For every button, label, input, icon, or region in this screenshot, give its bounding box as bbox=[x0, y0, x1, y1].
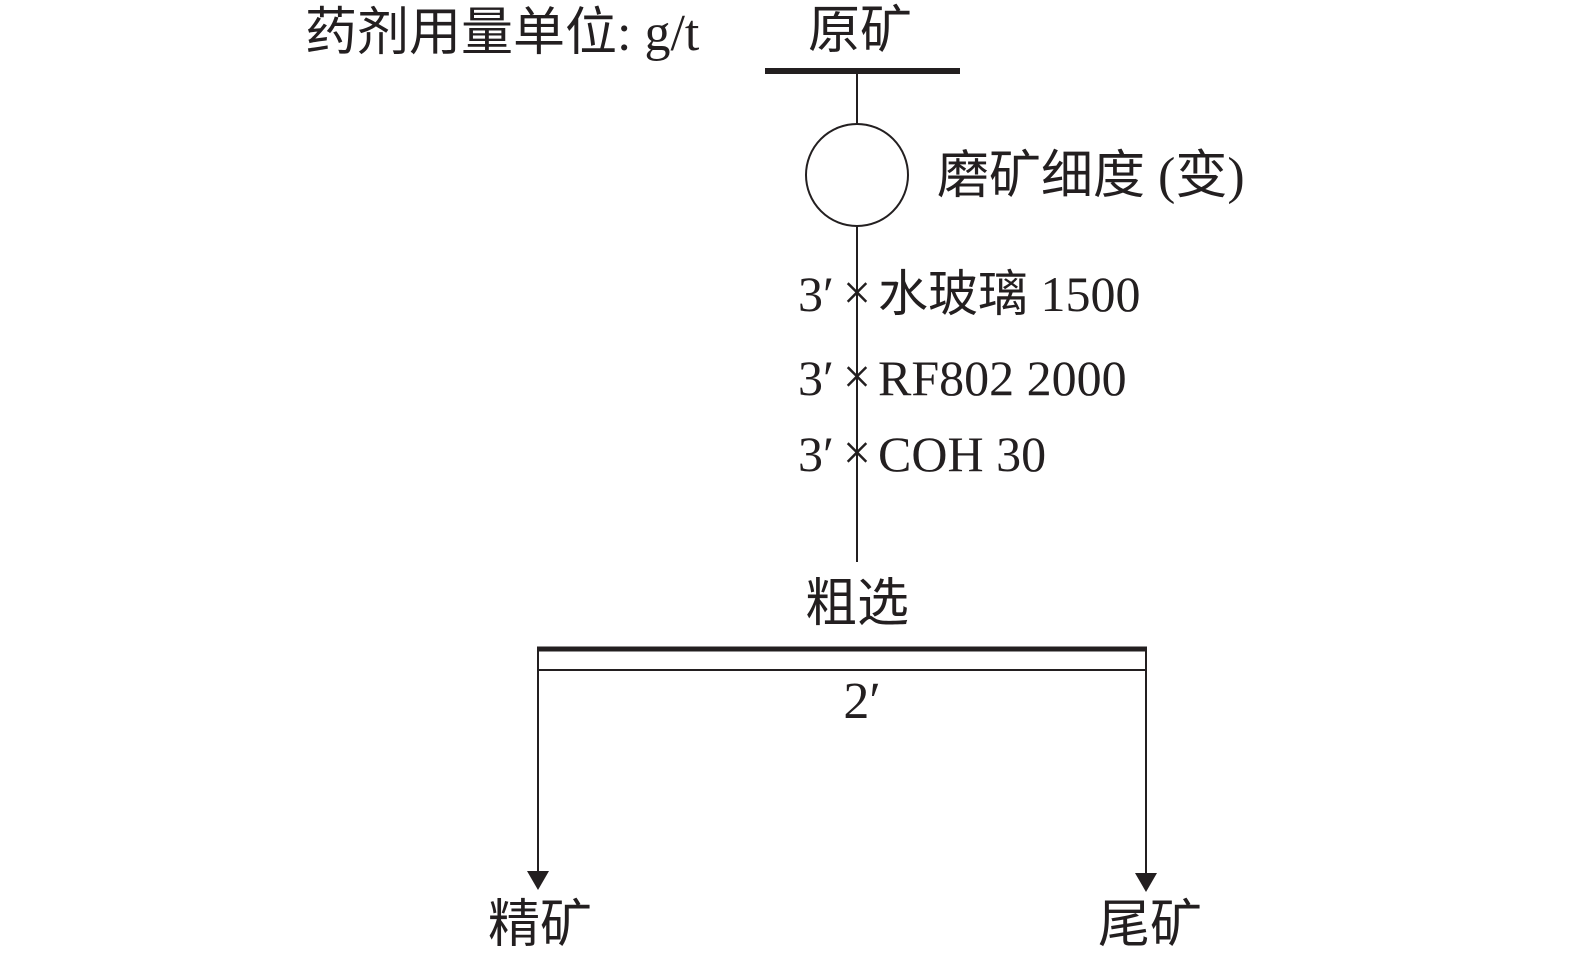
reagent-name-dose: COH 30 bbox=[878, 426, 1046, 482]
feed-label: 原矿 bbox=[808, 3, 912, 60]
reagent-multiply-mark: × bbox=[843, 424, 871, 480]
grinding-circle bbox=[805, 123, 909, 227]
reagent-name-dose: RF802 2000 bbox=[878, 350, 1127, 406]
reagent-addition: 3′ × 水玻璃 1500 bbox=[798, 264, 1141, 322]
roughing-label: 粗选 bbox=[805, 576, 909, 633]
dosage-unit-label: 药剂用量单位: g/t bbox=[305, 5, 700, 62]
reagent-time: 3′ bbox=[798, 426, 834, 482]
reagent-addition: 3′ × COH 30 bbox=[798, 424, 1046, 482]
reagent-time: 3′ bbox=[798, 266, 834, 322]
concentrate-label: 精矿 bbox=[488, 897, 592, 954]
reagent-time: 3′ bbox=[798, 350, 834, 406]
reagent-addition: 3′ × RF802 2000 bbox=[798, 348, 1127, 406]
grinding-label: 磨矿细度 (变) bbox=[937, 148, 1245, 205]
reagent-name-dose: 水玻璃 1500 bbox=[878, 266, 1141, 322]
reagent-multiply-mark: × bbox=[843, 264, 871, 320]
tailings-arrowhead bbox=[1135, 873, 1157, 892]
roughing-time-label: 2′ bbox=[843, 673, 880, 730]
concentrate-arrowhead bbox=[527, 871, 549, 890]
tailings-label: 尾矿 bbox=[1098, 897, 1202, 954]
reagent-multiply-mark: × bbox=[843, 348, 871, 404]
